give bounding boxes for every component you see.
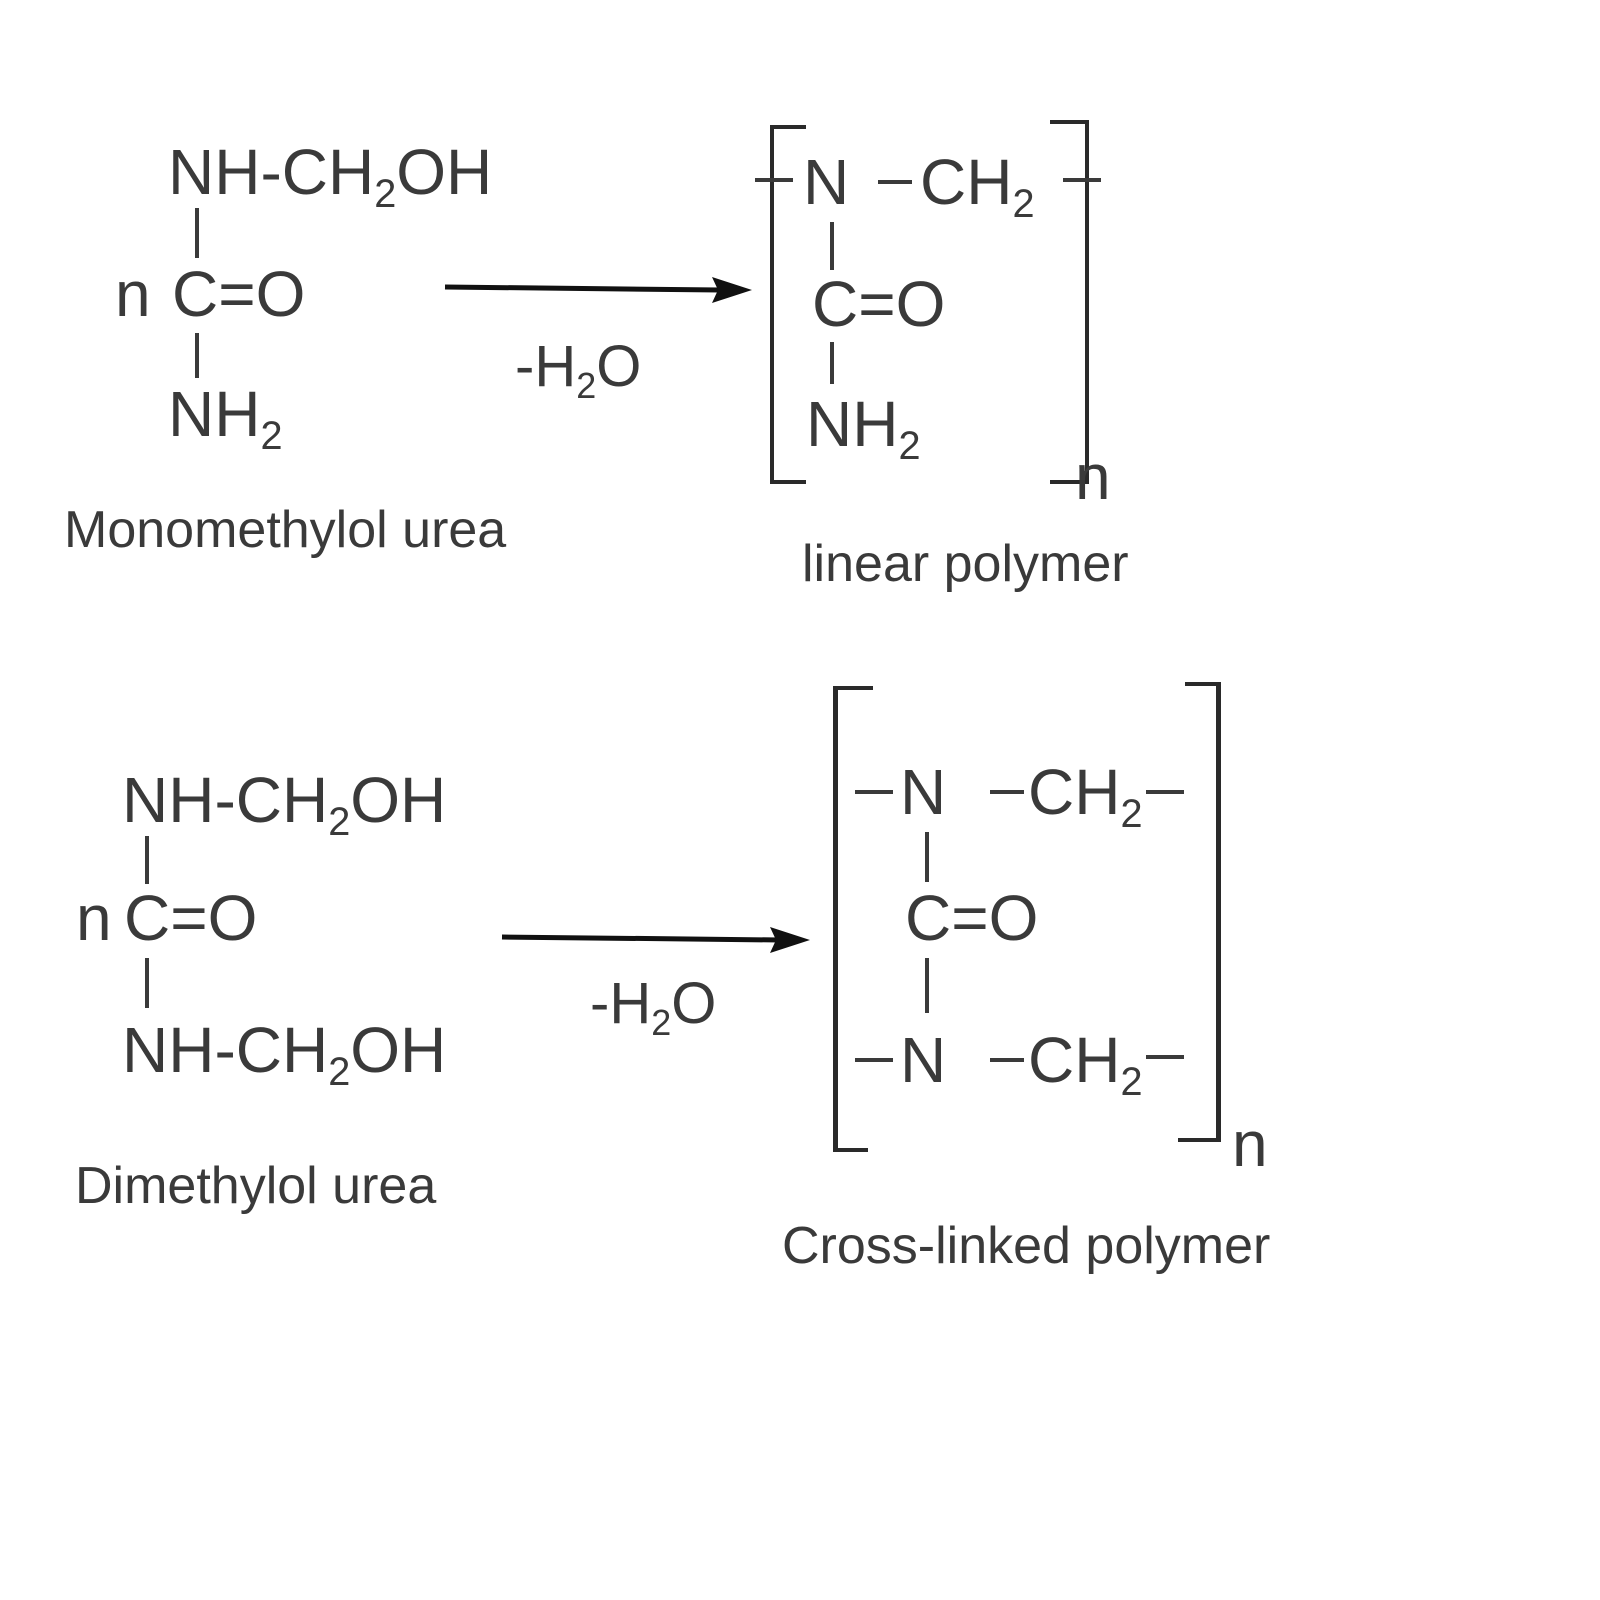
r2-reactant-bottom-group: NH-CH2OH (122, 1018, 446, 1092)
r1-product-n: N (803, 146, 850, 218)
r1-carbonyl: C=O (172, 258, 306, 330)
r2-repeat-n: n (1232, 1108, 1268, 1180)
r1-cond-sub: 2 (576, 364, 597, 406)
r2-right-bracket-top (1185, 682, 1221, 686)
r2-bottom-text: NH-CH (122, 1014, 329, 1086)
r1-top-text: NH-CH (168, 136, 375, 208)
r2-bottom-bond-left (855, 1058, 893, 1062)
r1-left-bracket-vertical (770, 125, 774, 483)
r1-prod-ch-text: CH (920, 146, 1013, 218)
r2-product-bond-top (925, 832, 929, 882)
r1-bond-right-out (1063, 178, 1101, 182)
r2-arrow (501, 927, 810, 953)
r1-bond-bottom (195, 333, 199, 378)
r1-cond-pre: -H (515, 334, 577, 399)
r1-condition: -H2O (515, 338, 641, 403)
r1-product-ch2: CH2 (920, 150, 1035, 224)
r1-reactant-label: Monomethylol urea (64, 501, 507, 559)
r1-left-bracket-bottom (770, 480, 806, 484)
r1-prod-bottom-text: NH (806, 388, 899, 460)
r1-coefficient: n (115, 258, 151, 330)
r2-top-bond-left (855, 790, 893, 794)
r2-condition: -H2O (590, 975, 716, 1040)
r2-reactant-top-group: NH-CH2OH (122, 768, 446, 842)
r2-bottom-bond-n-ch2 (990, 1058, 1024, 1062)
r1-product-carbonyl: C=O (812, 268, 946, 340)
r1-prod-ch-sub: 2 (1012, 181, 1035, 226)
r1-bond-n-ch2 (878, 180, 912, 184)
r1-reactant-top-group: NH-CH2OH (168, 140, 492, 214)
r2-cond-pre: -H (590, 971, 652, 1036)
r2-product-bond-bottom (925, 958, 929, 1013)
r1-bottom-sub: 2 (260, 413, 283, 458)
r2-top-bond-right (1146, 790, 1184, 794)
r2-top-n: N (900, 756, 947, 828)
r1-cond-post: O (596, 334, 642, 399)
r1-left-bracket-top (770, 125, 806, 129)
r2-cond-sub: 2 (651, 1001, 672, 1043)
r1-right-bracket-vertical (1085, 120, 1089, 483)
r1-product-bond-bottom (830, 342, 834, 384)
r2-bond-bottom (145, 958, 149, 1008)
r2-bottom-sub: 2 (328, 1049, 351, 1094)
r1-arrow (444, 277, 752, 303)
r2-cond-post: O (671, 971, 717, 1036)
r2-left-bracket-bottom (833, 1148, 868, 1152)
r1-right-bracket-top (1050, 120, 1089, 124)
r2-left-bracket-top (833, 686, 873, 690)
r1-product-label: linear polymer (802, 535, 1129, 593)
r2-bottom-tail: OH (350, 1014, 447, 1086)
r2-top-sub: 2 (328, 799, 351, 844)
r2-carbonyl: C=O (124, 882, 258, 954)
r2-bottom-n: N (900, 1024, 947, 1096)
r2-bond-top (145, 836, 149, 884)
r2-bottom-bond-right (1146, 1055, 1184, 1059)
r2-product-carbonyl: C=O (905, 882, 1039, 954)
r2-right-bracket-bottom (1178, 1138, 1221, 1142)
r2-coefficient: n (76, 882, 112, 954)
r2-top-ch-sub: 2 (1120, 791, 1143, 836)
r2-top-tail: OH (350, 764, 447, 836)
r2-top-bond-n-ch2 (990, 790, 1024, 794)
r1-top-sub: 2 (374, 171, 397, 216)
r1-prod-bottom-sub: 2 (898, 423, 921, 468)
r2-bottom-ch-text: CH (1028, 1024, 1121, 1096)
r1-reactant-bottom-group: NH2 (168, 382, 283, 456)
r2-bottom-ch2: CH2 (1028, 1028, 1143, 1102)
r1-bottom-text: NH (168, 378, 261, 450)
r1-bond-top (195, 208, 199, 258)
r2-right-bracket-vertical (1216, 682, 1221, 1142)
r1-bond-left-out (755, 178, 793, 182)
r2-top-ch2: CH2 (1028, 760, 1143, 834)
r2-reactant-label: Dimethylol urea (75, 1157, 437, 1215)
r1-product-bond-top (830, 222, 834, 270)
r2-left-bracket-vertical (833, 686, 838, 1152)
r1-product-bottom-group: NH2 (806, 392, 921, 466)
r1-right-bracket-bottom (1050, 480, 1089, 484)
r2-top-text: NH-CH (122, 764, 329, 836)
r2-bottom-ch-sub: 2 (1120, 1059, 1143, 1104)
r1-top-tail: OH (396, 136, 493, 208)
r2-top-ch-text: CH (1028, 756, 1121, 828)
r2-product-label: Cross-linked polymer (782, 1217, 1271, 1275)
r1-repeat-n: n (1075, 441, 1111, 513)
